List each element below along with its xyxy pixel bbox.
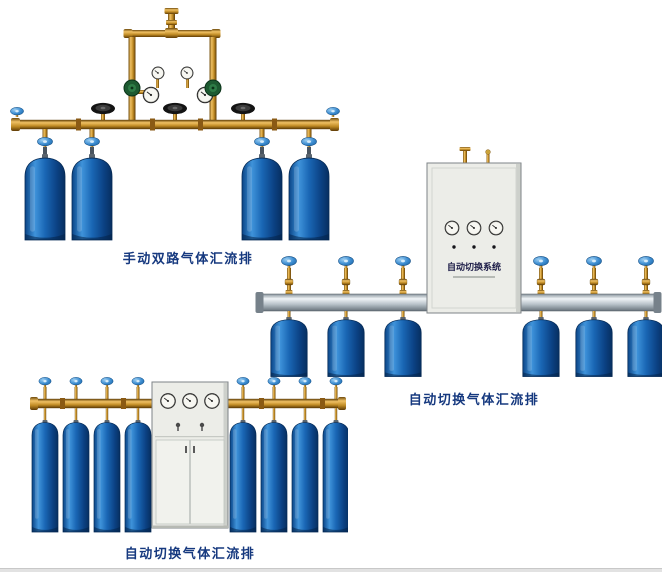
inlet-header-pipe	[123, 8, 221, 120]
cylinder-row	[31, 408, 348, 533]
indicator-light	[492, 245, 496, 249]
cylinder-valve-knob	[37, 137, 53, 148]
riser-valve	[100, 377, 114, 399]
cylinder-station	[241, 129, 283, 241]
riser-valve	[38, 377, 52, 399]
pressure-regulator-right	[180, 66, 222, 104]
riser-valve	[586, 256, 602, 296]
cabinet-gauge	[159, 392, 177, 410]
cabinet-gauge	[444, 220, 460, 236]
cabinet-gauge	[466, 220, 482, 236]
riser-valve-knob	[298, 377, 312, 387]
gas-cylinder	[627, 317, 662, 378]
riser-valve	[533, 256, 549, 296]
door-handle	[185, 446, 187, 453]
riser-valve-knob	[638, 256, 654, 268]
pressure-regulator-left	[123, 66, 165, 104]
page-bottom-edge	[0, 568, 662, 572]
riser-valve	[298, 377, 312, 399]
gas-cylinder	[384, 317, 422, 378]
riser-valve	[395, 256, 411, 296]
pressure-gauge	[151, 66, 165, 80]
riser-valve-knob	[395, 256, 411, 268]
riser-valve	[131, 377, 145, 399]
cabinet-small-valve	[199, 422, 205, 428]
riser-valve	[281, 256, 297, 296]
gas-cylinder	[124, 420, 152, 533]
riser-valve-knob	[267, 377, 281, 387]
cylinder-row	[270, 311, 662, 378]
valve-handwheel	[91, 102, 115, 120]
gas-cylinder	[322, 420, 348, 533]
product-figure-auto-switch-floor	[28, 376, 348, 542]
gas-cylinder	[71, 154, 113, 241]
cabinet-gauge	[488, 220, 504, 236]
pipe-risers	[38, 377, 343, 399]
valve-handwheel	[231, 102, 255, 120]
control-cabinet: 自动切换系统	[426, 147, 522, 314]
gas-cylinder	[93, 420, 121, 533]
cabinet-top-valve	[485, 149, 491, 155]
product-figure-auto-switch-wall: 自动切换系统	[255, 146, 662, 382]
riser-valve-knob	[338, 256, 354, 268]
manifold-pipe	[10, 107, 340, 131]
pressure-gauge	[180, 66, 194, 80]
riser-valve	[267, 377, 281, 399]
riser-valve-knob	[100, 377, 114, 387]
end-valve-knob	[326, 107, 340, 117]
cabinet-door	[190, 439, 225, 525]
product-figure-manual-dual-manifold	[10, 6, 340, 246]
cabinet-gauge	[181, 392, 199, 410]
gas-cylinder	[291, 420, 319, 533]
cylinder-station	[288, 129, 330, 241]
gas-cylinder	[270, 317, 308, 378]
indicator-light	[472, 245, 476, 249]
riser-valve-knob	[38, 377, 52, 387]
gas-cylinder	[522, 317, 560, 378]
riser-valve-knob	[586, 256, 602, 268]
product-caption-auto-switch-floor: 自动切换气体汇流排	[124, 546, 256, 561]
gas-cylinder	[62, 420, 90, 533]
manifold-valves	[91, 102, 255, 120]
pressure-gauge	[142, 86, 160, 104]
riser-valve	[638, 256, 654, 296]
gas-cylinder	[229, 420, 257, 533]
end-valve-knob	[10, 107, 24, 117]
riser-valve-knob	[69, 377, 83, 387]
riser-valve-knob	[131, 377, 145, 387]
product-caption-auto-switch-wall: 自动切换气体汇流排	[408, 392, 540, 407]
cabinet-door	[155, 439, 190, 525]
riser-valve	[329, 377, 343, 399]
riser-valve-knob	[533, 256, 549, 268]
manual-dual-manifold-illustration	[10, 8, 340, 241]
door-handle	[193, 446, 195, 453]
gas-cylinder	[327, 317, 365, 378]
cabinet-label: 自动切换系统	[447, 261, 501, 272]
riser-valve-knob	[329, 377, 343, 387]
cabinet-small-valve	[175, 422, 181, 428]
riser-valve	[338, 256, 354, 296]
cylinder-station	[24, 129, 66, 241]
riser-valve-knob	[281, 256, 297, 268]
valve-handwheel	[163, 102, 187, 120]
riser-valve-knob	[236, 377, 250, 387]
indicator-light	[452, 245, 456, 249]
control-cabinet	[151, 381, 229, 529]
product-caption-manual-dual: 手动双路气体汇流排	[122, 251, 254, 266]
gas-cylinder	[31, 420, 59, 533]
gas-cylinder	[575, 317, 613, 378]
riser-valve	[236, 377, 250, 399]
riser-valve	[69, 377, 83, 399]
auto-switch-wall-illustration: 自动切换系统	[255, 147, 662, 378]
auto-switch-floor-illustration	[30, 377, 348, 533]
cylinder-valve-knob	[84, 137, 100, 148]
cabinet-gauge	[203, 392, 221, 410]
gas-cylinder	[24, 154, 66, 241]
cylinder-station	[71, 129, 113, 241]
gas-cylinder	[260, 420, 288, 533]
